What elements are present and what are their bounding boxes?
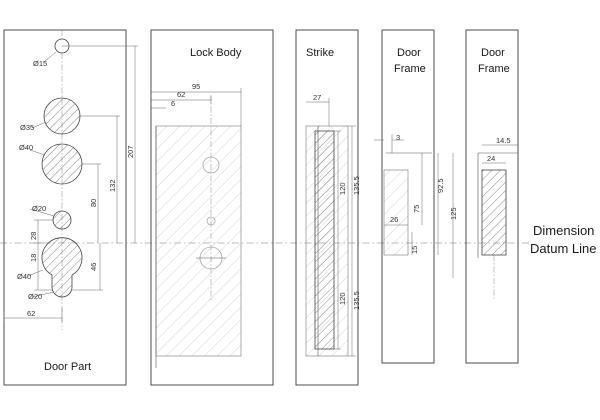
label-d35: Ø35 <box>20 123 34 132</box>
lock-body-panel: 95 62 6 Lock Body <box>150 29 274 386</box>
door-part-title: Door Part <box>44 361 91 373</box>
lock-body-case <box>155 125 242 357</box>
door-frame-2-title-line2: Frame <box>478 63 510 75</box>
label-3: 3 <box>396 133 400 142</box>
label-62-lock: 62 <box>177 90 185 99</box>
label-120-upper: 120 <box>338 182 347 195</box>
label-24: 24 <box>487 154 495 163</box>
door-part-outline <box>3 29 127 386</box>
label-d40-lower: Ø40 <box>17 272 31 281</box>
strike-keep <box>314 130 335 350</box>
hole-d40-upper <box>41 143 83 185</box>
label-d15: Ø15 <box>33 59 47 68</box>
spindle-hole <box>202 156 220 174</box>
label-135-5-lower: 135.5 <box>352 291 361 310</box>
hole-d35 <box>43 97 81 135</box>
label-27: 27 <box>313 93 321 102</box>
door-frame-2-panel: 14.5 24 Door Frame <box>465 29 519 364</box>
door-frame-1-recess <box>383 169 409 256</box>
label-132: 132 <box>108 179 117 192</box>
door-frame-2-title-line1: Door <box>481 47 505 59</box>
label-135-5-upper: 135.5 <box>352 176 361 195</box>
datum-label-line1: Dimension <box>533 223 594 238</box>
label-d20-upper: Ø20 <box>32 204 46 213</box>
label-95: 95 <box>192 82 200 91</box>
label-6: 6 <box>171 99 175 108</box>
door-frame-2-outline <box>465 29 519 364</box>
strike-panel: 27 120 135.5 120 135.5 Strike <box>295 29 361 386</box>
screw-hole <box>206 216 216 226</box>
label-18: 18 <box>29 254 38 262</box>
label-80: 80 <box>89 199 98 207</box>
label-46: 46 <box>89 263 98 271</box>
door-part-panel: Ø15 Ø35 Ø40 Ø20 Ø40 Ø20 28 18 46 80 132 … <box>3 29 138 386</box>
door-frame-1-title-line1: Door <box>397 47 421 59</box>
label-15: 15 <box>410 246 419 254</box>
label-92-5: 92.5 <box>436 178 445 193</box>
hole-d40-keyhole <box>41 237 83 298</box>
strike-outline <box>295 29 359 386</box>
label-d20-lower: Ø20 <box>28 292 42 301</box>
label-62: 62 <box>27 309 35 318</box>
label-14-5: 14.5 <box>496 136 511 145</box>
door-frame-1-outline <box>381 29 435 364</box>
lock-body-outline <box>150 29 274 386</box>
door-frame-2-recess <box>481 169 507 256</box>
label-120-lower: 120 <box>338 292 347 305</box>
datum-label-line2: Datum Line <box>530 241 596 256</box>
door-frame-1-title-line2: Frame <box>394 63 426 75</box>
label-207: 207 <box>126 145 135 158</box>
label-26: 26 <box>390 215 398 224</box>
strike-title: Strike <box>306 47 334 59</box>
label-d40-upper: Ø40 <box>19 143 33 152</box>
hole-d20-upper <box>52 210 72 230</box>
door-frame-1-panel: 3 75 92.5 125 26 15 Door Frame <box>374 29 458 364</box>
label-125: 125 <box>449 207 458 220</box>
label-28: 28 <box>29 232 38 240</box>
label-75: 75 <box>412 205 421 213</box>
lock-body-title: Lock Body <box>190 47 242 59</box>
